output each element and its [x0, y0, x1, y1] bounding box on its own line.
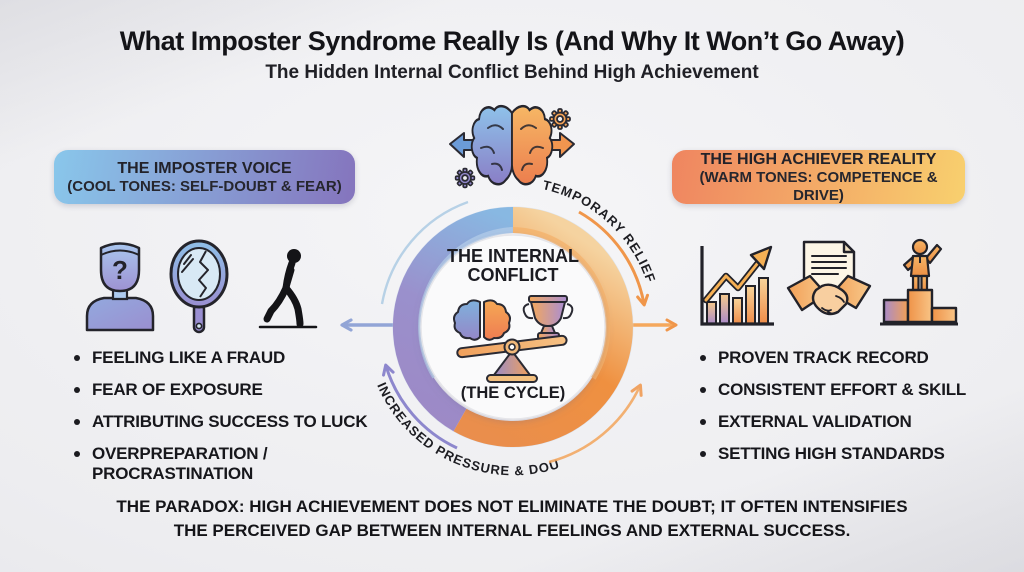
list-item-label: OVERPREPARATION / PROCRASTINATION: [92, 444, 268, 483]
cycle-arc-top-left: [380, 200, 469, 305]
list-item: ATTRIBUTING SUCCESS TO LUCK: [74, 412, 404, 432]
internal-conflict-line2: CONFLICT: [467, 265, 559, 285]
brain-left-hemisphere: [470, 104, 514, 186]
page-subtitle: The Hidden Internal Conflict Behind High…: [265, 62, 759, 83]
trophy-icon: [522, 295, 574, 340]
cycle-diagram: TEMPORARY RELIEF INCREASED PRESSURE & DO…: [325, 175, 678, 478]
high-achiever-subtitle: (WARM TONES: COMPETENCE & DRIVE): [699, 168, 938, 204]
handshake-contract-icon: [786, 240, 872, 316]
cycle-ring: [392, 206, 634, 448]
walking-away-icon: [258, 249, 318, 329]
list-item-label: SETTING HIGH STANDARDS: [718, 444, 945, 463]
list-item: FEELING LIKE A FRAUD: [74, 348, 404, 368]
list-item: EXTERNAL VALIDATION: [700, 412, 1000, 432]
seesaw-base: [486, 374, 538, 383]
internal-conflict-line1: THE INTERNAL: [447, 246, 579, 266]
bullet-dot: [74, 387, 80, 393]
list-item: SETTING HIGH STANDARDS: [700, 444, 1000, 464]
growth-chart-icon: [700, 245, 774, 326]
list-item-label: FEAR OF EXPOSURE: [92, 380, 263, 399]
paradox-statement: THE PARADOX: HIGH ACHIEVEMENT DOES NOT E…: [0, 495, 1024, 543]
cycle-arrow-bottom-right: [548, 383, 643, 464]
high-achiever-title: THE HIGH ACHIEVER REALITY: [700, 150, 937, 168]
cycle-arrow-up: [382, 363, 458, 450]
bullet-dot: [700, 419, 706, 425]
internal-conflict-title: THE INTERNAL CONFLICT: [430, 247, 596, 285]
bullet-dot: [700, 355, 706, 361]
bullet-dot: [74, 355, 80, 361]
bullet-dot: [700, 451, 706, 457]
cycle-arrow-down: [578, 210, 650, 307]
list-item: FEAR OF EXPOSURE: [74, 380, 404, 400]
paradox-line2: THE PERCEIVED GAP BETWEEN INTERNAL FEELI…: [173, 521, 851, 540]
list-item-label: EXTERNAL VALIDATION: [718, 412, 912, 431]
paradox-line1: THE PARADOX: HIGH ACHIEVEMENT DOES NOT E…: [116, 497, 908, 516]
imposter-voice-title: THE IMPOSTER VOICE: [117, 159, 292, 177]
podium-blocks: [882, 288, 958, 324]
cracked-mirror-icon: [169, 239, 229, 334]
winner-figure: [902, 238, 943, 293]
list-item: PROVEN TRACK RECORD: [700, 348, 1000, 368]
list-item: OVERPREPARATION / PROCRASTINATION: [74, 444, 404, 484]
growth-arrowhead: [749, 245, 773, 271]
mini-brain-icon: [453, 299, 511, 341]
cycle-caption: (THE CYCLE): [460, 384, 566, 402]
imposter-voice-subtitle: (COOL TONES: SELF-DOUBT & FEAR): [67, 177, 342, 195]
brain-right-hemisphere: [510, 104, 554, 186]
list-item-label: FEELING LIKE A FRAUD: [92, 348, 286, 367]
podium-winner-icon: [880, 238, 958, 326]
bullet-dot: [700, 387, 706, 393]
list-item-label: ATTRIBUTING SUCCESS TO LUCK: [92, 412, 368, 431]
high-achiever-header: THE HIGH ACHIEVER REALITY (WARM TONES: C…: [672, 150, 965, 204]
cycle-core: [420, 234, 606, 420]
list-item-label: CONSISTENT EFFORT & SKILL: [718, 380, 967, 399]
list-item: CONSISTENT EFFORT & SKILL: [700, 380, 1000, 400]
person-question-icon: ?: [85, 242, 155, 332]
bullet-dot: [74, 451, 80, 457]
list-item-label: PROVEN TRACK RECORD: [718, 348, 929, 367]
page-title: What Imposter Syndrome Really Is (And Wh…: [119, 26, 905, 56]
imposter-voice-list: FEELING LIKE A FRAUD FEAR OF EXPOSURE AT…: [74, 348, 404, 496]
split-brain-gears-arrows-icon: [449, 104, 575, 189]
bullet-dot: [74, 419, 80, 425]
balance-scale-icon: [453, 295, 574, 383]
question-mark-glyph: ?: [112, 255, 128, 285]
high-achiever-list: PROVEN TRACK RECORD CONSISTENT EFFORT & …: [700, 348, 1000, 476]
imposter-voice-header: THE IMPOSTER VOICE (COOL TONES: SELF-DOU…: [54, 150, 355, 204]
mirror-crack: [198, 250, 209, 298]
